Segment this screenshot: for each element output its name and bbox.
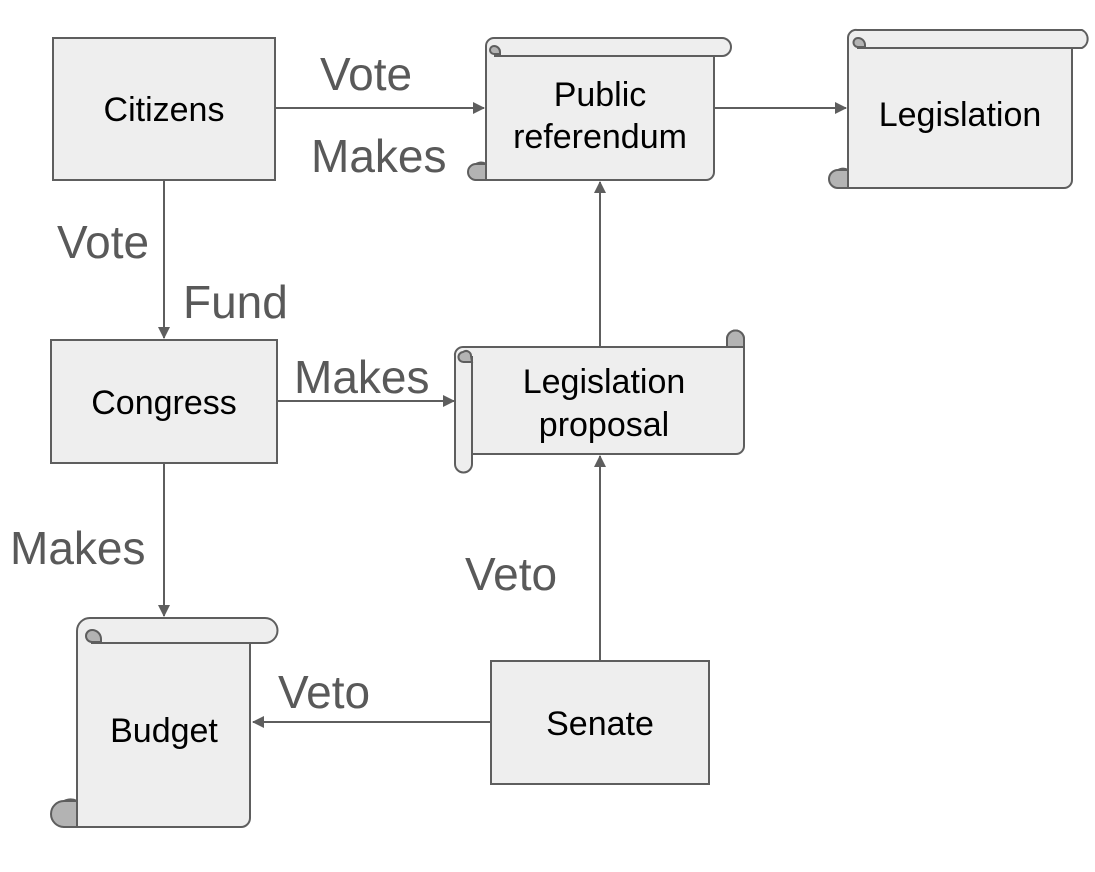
edge-label-citizens-referendum-vote: Vote: [320, 48, 412, 100]
edge-label-citizens-congress-fund: Fund: [183, 276, 288, 328]
edge-label-citizens-congress-vote: Vote: [57, 216, 149, 268]
node-public-referendum-line2: referendum: [513, 118, 687, 156]
edge-label-senate-budget-veto: Veto: [278, 666, 370, 718]
node-legislation-proposal-line2: proposal: [539, 406, 669, 444]
edge-label-congress-proposal-makes: Makes: [294, 351, 429, 403]
edge-label-senate-proposal-veto: Veto: [465, 548, 557, 600]
node-congress-label: Congress: [91, 384, 237, 422]
node-citizens-label: Citizens: [104, 91, 225, 129]
node-legislation-proposal: Legislation proposal: [453, 329, 745, 474]
node-congress: Congress: [50, 339, 278, 464]
node-legislation-label: Legislation: [879, 96, 1042, 134]
node-budget-label: Budget: [110, 712, 218, 750]
node-senate: Senate: [490, 660, 710, 785]
node-budget: Budget: [50, 616, 279, 828]
node-public-referendum-line1: Public: [554, 76, 647, 114]
node-legislation-proposal-line1: Legislation: [523, 363, 686, 401]
edge-label-congress-budget-makes: Makes: [10, 522, 145, 574]
node-citizens: Citizens: [52, 37, 276, 181]
node-senate-label: Senate: [546, 705, 654, 743]
node-public-referendum: Public referendum: [467, 37, 732, 181]
node-legislation: Legislation: [828, 28, 1089, 189]
edge-label-citizens-referendum-makes: Makes: [311, 130, 446, 182]
